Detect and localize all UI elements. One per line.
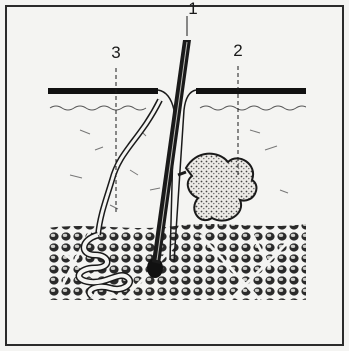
callout-3-label: 3 [111, 43, 120, 62]
epidermis-left [48, 88, 158, 94]
epidermis-right [196, 88, 306, 94]
callout-2-label: 2 [233, 41, 242, 60]
callout-1-label: 1 [188, 0, 197, 18]
